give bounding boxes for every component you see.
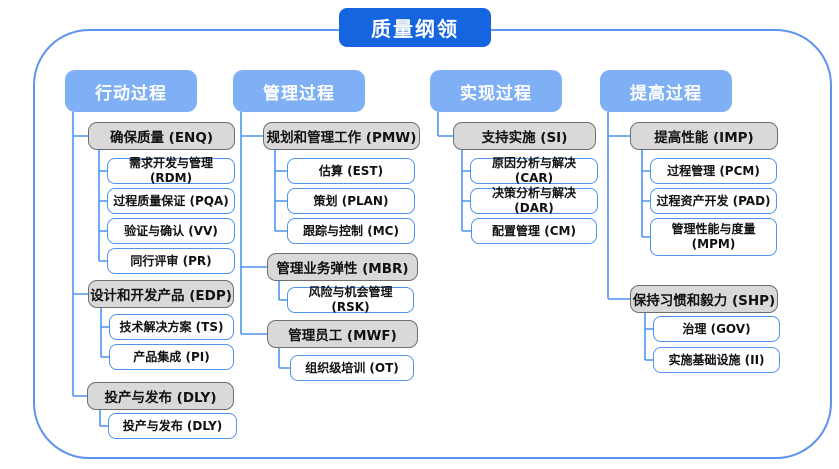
item-ii: 实施基础设施 (II) (653, 347, 780, 373)
item-rdm: 需求开发与管理 (RDM) (107, 156, 235, 185)
item-mpm: 管理性能与度量 (MPM) (650, 218, 777, 256)
item-car: 原因分析与解决 (CAR) (470, 156, 598, 185)
item-plan: 策划 (PLAN) (287, 188, 415, 214)
item-vv: 验证与确认 (VV) (107, 218, 235, 244)
item-pi: 产品集成 (PI) (109, 344, 234, 370)
item-rsk: 风险与机会管理 (RSK) (287, 285, 414, 314)
group-dly: 投产与发布 (DLY) (87, 382, 234, 410)
item-dly: 投产与发布 (DLY) (108, 413, 237, 439)
item-pr: 同行评审 (PR) (107, 248, 235, 274)
column-header-improvement-process: 提高过程 (600, 70, 732, 112)
group-edp: 设计和开发产品 (EDP) (88, 280, 234, 308)
item-gov: 治理 (GOV) (653, 316, 780, 342)
group-si: 支持实施 (SI) (453, 122, 596, 150)
item-pcm: 过程管理 (PCM) (650, 158, 777, 184)
item-pqa: 过程质量保证 (PQA) (107, 188, 235, 214)
item-mc: 跟踪与控制 (MC) (287, 218, 415, 244)
item-ts: 技术解决方案 (TS) (109, 314, 234, 340)
column-header-implementation-process: 实现过程 (430, 70, 562, 112)
item-ot: 组织级培训 (OT) (290, 355, 414, 381)
group-mwf: 管理员工 (MWF) (267, 320, 418, 348)
item-cm: 配置管理 (CM) (471, 218, 597, 244)
column-header-action-process: 行动过程 (65, 70, 197, 112)
group-imp: 提高性能 (IMP) (630, 122, 778, 150)
group-enq: 确保质量 (ENQ) (88, 122, 235, 150)
item-est: 估算 (EST) (287, 158, 415, 184)
group-pmw: 规划和管理工作 (PMW) (263, 122, 420, 150)
item-dar: 决策分析与解决 (DAR) (470, 186, 598, 215)
column-header-management-process: 管理过程 (233, 70, 365, 112)
group-shp: 保持习惯和毅力 (SHP) (630, 285, 778, 313)
item-pad: 过程资产开发 (PAD) (650, 188, 777, 214)
group-mbr: 管理业务弹性 (MBR) (267, 253, 418, 281)
diagram-title: 质量纲领 (339, 8, 491, 47)
